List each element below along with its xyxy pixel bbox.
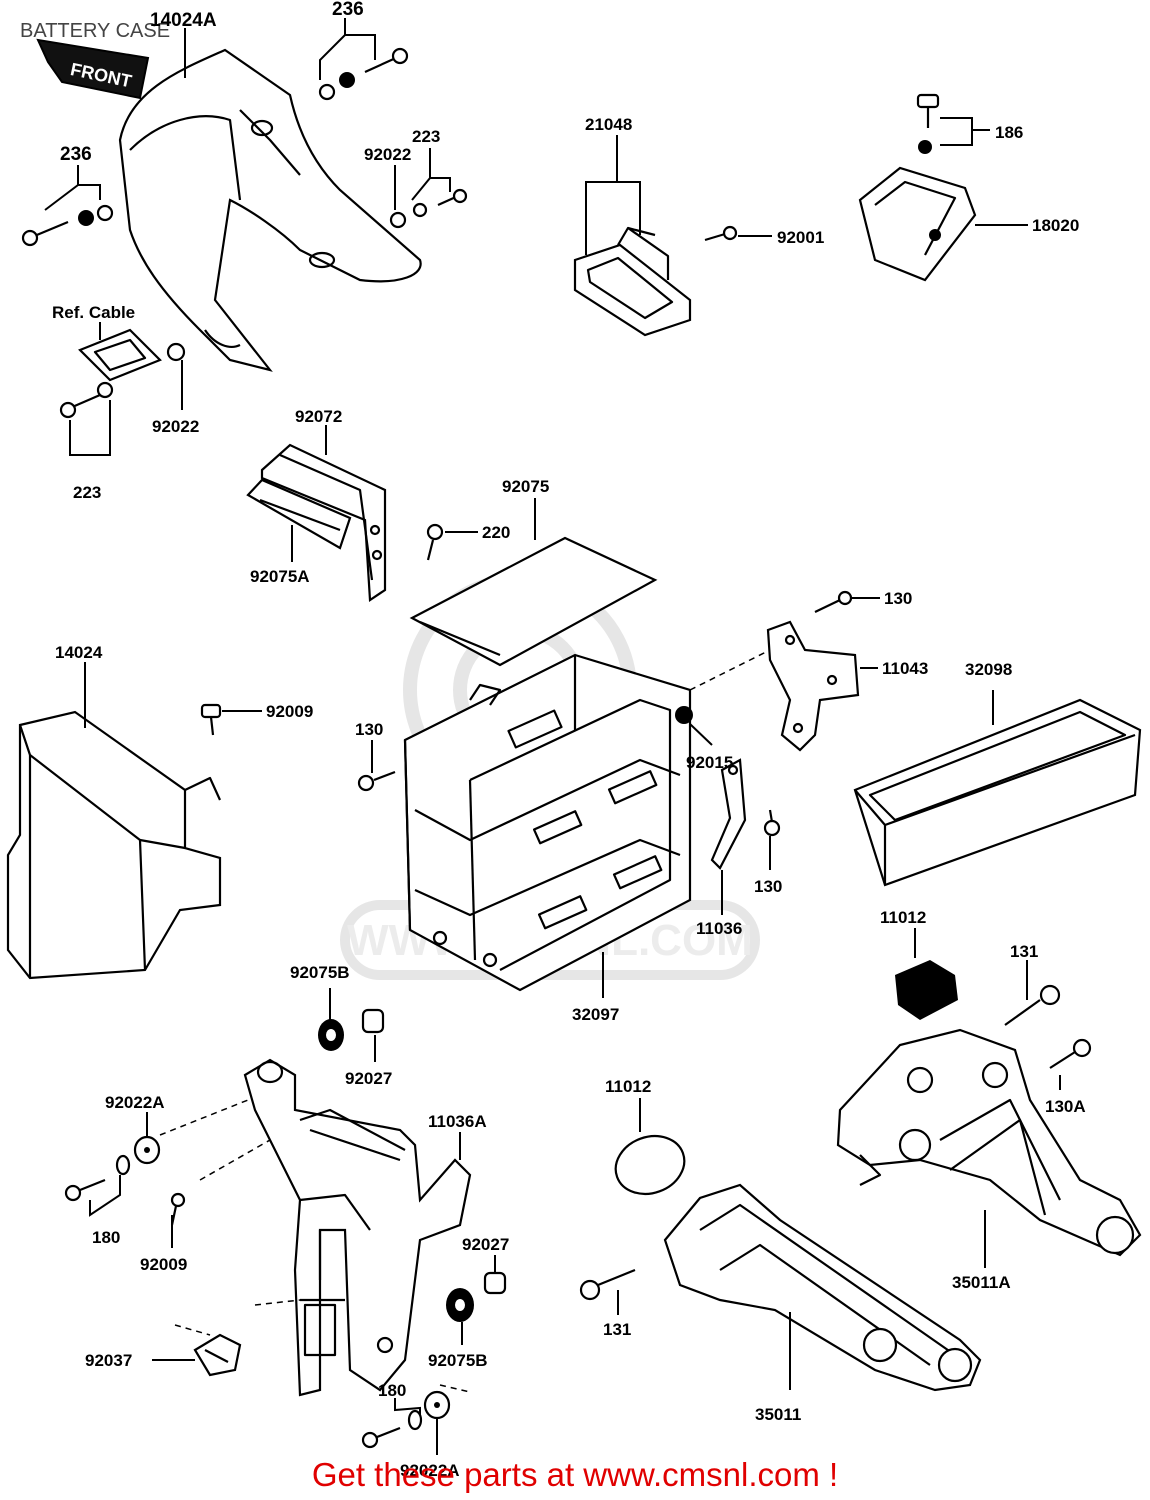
label-92001: 92001	[777, 228, 824, 247]
label-180-left: 180	[92, 1228, 120, 1247]
label-14024A: 14024A	[150, 10, 217, 31]
part-236-bolt-left	[21, 204, 114, 247]
label-236-left: 236	[60, 144, 92, 165]
label-92022-left: 92022	[152, 417, 199, 436]
part-220-screw	[426, 523, 444, 561]
part-92009-screw-upper	[200, 703, 222, 736]
label-220: 220	[482, 523, 510, 542]
part-130-bolt-left	[357, 770, 396, 792]
label-223-left: 223	[73, 483, 101, 502]
page-title: BATTERY CASE	[20, 20, 170, 42]
part-92027-collar-lower	[483, 1271, 507, 1295]
label-14024: 14024	[55, 643, 103, 662]
part-92072-bracket	[246, 443, 387, 602]
label-92022-right: 92022	[364, 145, 411, 164]
label-92075A: 92075A	[250, 567, 310, 586]
label-130-right: 130	[754, 877, 782, 896]
label-11012-lower: 11012	[605, 1077, 651, 1096]
label-186: 186	[995, 123, 1023, 142]
part-130A-bolt	[1049, 1038, 1092, 1069]
label-92009-lower: 92009	[140, 1255, 187, 1274]
part-18020-holder	[858, 166, 977, 282]
part-92022A-washer-left	[133, 1135, 161, 1165]
part-92075-pad	[409, 536, 658, 667]
part-92022A-washer-lower	[423, 1390, 451, 1420]
label-11036: 11036	[696, 919, 742, 938]
part-92075B-grommet-lower	[446, 1288, 474, 1322]
part-180-bolt-left	[64, 1154, 131, 1202]
part-92022-223-right	[389, 188, 468, 229]
part-92015-nut	[675, 706, 693, 724]
label-92075B-lower: 92075B	[428, 1351, 488, 1370]
label-130-upper: 130	[884, 589, 912, 608]
label-35011: 35011	[755, 1405, 801, 1424]
part-ref-cable-bracket	[59, 328, 186, 419]
part-32097-battery-case	[403, 653, 692, 992]
part-186-bolt	[916, 93, 940, 154]
part-11012-cap-lower	[614, 1134, 686, 1196]
part-35011-bracket	[663, 1183, 982, 1392]
label-21048: 21048	[585, 115, 632, 134]
part-180-bolt-lower	[361, 1409, 423, 1449]
label-32097: 32097	[572, 1005, 619, 1024]
label-92075B-upper: 92075B	[290, 963, 350, 982]
label-11036A: 11036A	[428, 1112, 487, 1131]
label-131-upper: 131	[1010, 942, 1038, 961]
front-direction-tag: FRONT	[36, 38, 150, 100]
part-14024-side-cover	[6, 710, 222, 980]
label-92022A-lower: 92022A	[400, 1461, 460, 1480]
label-35011A: 35011A	[952, 1273, 1011, 1292]
label-130-left: 130	[355, 720, 383, 739]
label-131-lower: 131	[603, 1320, 631, 1339]
label-180-lower: 180	[378, 1381, 406, 1400]
part-11036A-plate	[243, 1058, 472, 1397]
part-92009-screw-lower	[170, 1192, 186, 1226]
part-130-bolt-right	[763, 809, 781, 837]
part-11036-strap	[710, 758, 747, 870]
footer-link-text[interactable]: Get these parts at www.cmsnl.com !	[311, 1456, 839, 1493]
label-92015: 92015	[686, 753, 733, 772]
label-11012-upper: 11012	[880, 908, 926, 927]
part-92027-collar-upper	[361, 1008, 385, 1034]
label-92022A-left: 92022A	[105, 1093, 165, 1112]
part-131-bolt-upper	[1004, 984, 1061, 1026]
label-92027-lower: 92027	[462, 1235, 509, 1254]
part-21048-bracket	[573, 226, 692, 337]
part-131-bolt-lower	[579, 1268, 636, 1301]
label-130A: 130A	[1045, 1097, 1086, 1116]
part-130-bolt-upper	[814, 590, 853, 613]
label-92009-upper: 92009	[266, 702, 313, 721]
label-92075: 92075	[502, 477, 549, 496]
label-92037: 92037	[85, 1351, 132, 1370]
label-11043: 11043	[882, 659, 928, 678]
part-92037-clip	[193, 1333, 242, 1377]
label-32098: 32098	[965, 660, 1012, 679]
label-18020: 18020	[1032, 216, 1079, 235]
label-92072: 92072	[295, 407, 342, 426]
label-92027-upper: 92027	[345, 1069, 392, 1088]
label-ref-cable: Ref. Cable	[52, 303, 135, 322]
part-35011A-bracket	[836, 1028, 1142, 1257]
part-92075B-grommet-upper	[318, 1019, 344, 1051]
label-223-right: 223	[412, 127, 440, 146]
part-236-bolt-top	[318, 47, 409, 101]
part-92001-screw	[704, 225, 738, 242]
part-11043-bracket	[766, 620, 860, 752]
part-14024A-cover	[118, 48, 422, 372]
label-236-top: 236	[332, 0, 364, 20]
part-32098-tray	[853, 698, 1142, 887]
part-11012-cap-upper	[895, 960, 958, 1020]
